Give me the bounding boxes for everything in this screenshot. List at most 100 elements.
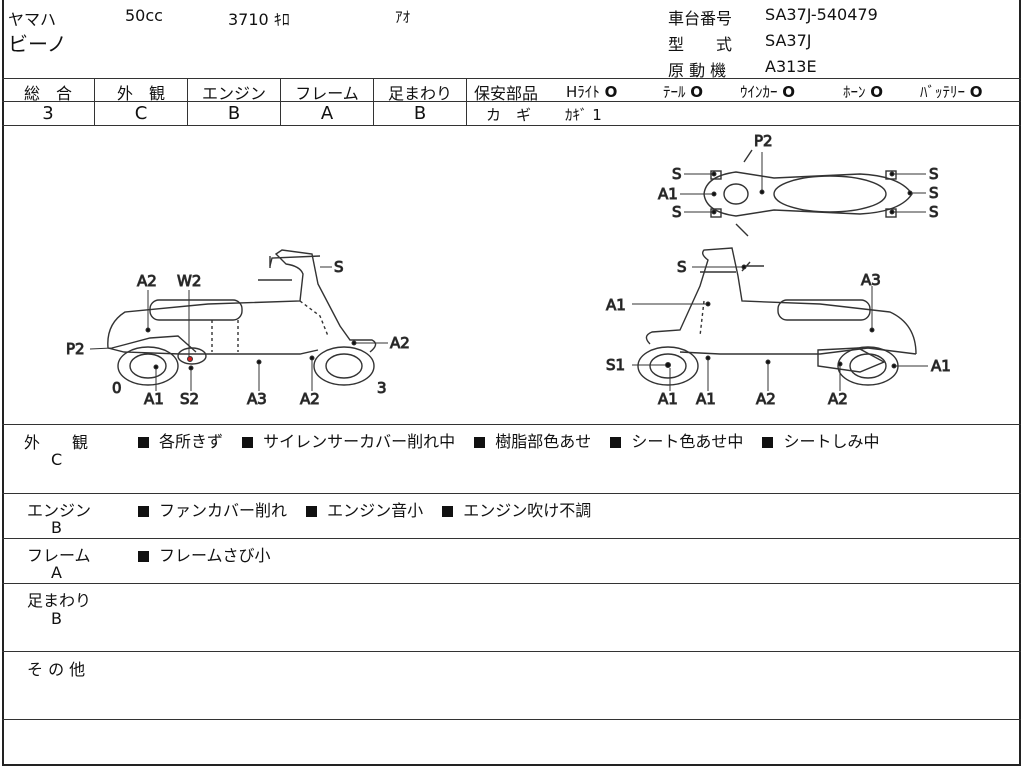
remark-item: シート色あせ中 <box>631 432 744 451</box>
engine-model: A313E <box>765 57 817 76</box>
key-value: ｶｷﾞ 1 <box>565 106 602 124</box>
overall-score: 3 <box>42 103 54 124</box>
remark-frame-grade: A <box>51 563 62 582</box>
svg-text:3: 3 <box>377 379 387 397</box>
remark-item: エンジン音小 <box>327 501 424 520</box>
divider <box>2 719 1021 720</box>
remark-suspension-label: 足まわり <box>27 591 92 610</box>
overall-label: 総 合 <box>23 84 72 103</box>
divider <box>373 78 374 125</box>
maker-name: ヤマハ <box>8 10 57 29</box>
svg-text:S: S <box>677 258 687 276</box>
taillight-check-mark: O <box>690 83 704 101</box>
divider <box>2 651 1021 652</box>
divider <box>2 101 467 102</box>
divider <box>2 538 1021 539</box>
suspension-score: B <box>413 103 427 124</box>
chassis-number: SA37J-540479 <box>765 5 878 24</box>
safety-item-horn: ﾎｰﾝ O <box>843 83 884 101</box>
remark-item: シートしみ中 <box>783 432 880 451</box>
type-label: 型 式 <box>668 35 733 54</box>
divider <box>467 101 1021 102</box>
displacement: 50cc <box>125 6 163 25</box>
divider <box>2 493 1021 494</box>
safety-item-battery: ﾊﾞｯﾃﾘｰ O <box>920 83 983 101</box>
svg-text:W2: W2 <box>177 272 201 290</box>
safety-item-headlight: Hﾗｲﾄ O <box>566 83 618 101</box>
svg-text:P2: P2 <box>754 132 773 150</box>
model-name: ビーノ <box>8 32 67 56</box>
remark-exterior-grade: C <box>51 450 63 469</box>
bullet-icon <box>138 506 149 517</box>
bullet-icon <box>474 437 486 448</box>
svg-text:A2: A2 <box>828 390 848 408</box>
svg-text:S1: S1 <box>606 356 625 374</box>
svg-text:S: S <box>929 184 939 202</box>
battery-check-mark: O <box>969 83 983 101</box>
svg-text:A2: A2 <box>756 390 776 408</box>
divider <box>2 424 1021 425</box>
remark-engine-label: エンジン <box>27 501 92 520</box>
remark-suspension-grade: B <box>51 609 62 628</box>
right-view-callouts: S A3 A1 S1 A1 A1 A1 A2 A2 <box>606 258 952 409</box>
divider <box>2 125 1021 126</box>
svg-text:0: 0 <box>112 379 122 397</box>
engine-label: 原 動 機 <box>668 61 727 80</box>
svg-text:P2: P2 <box>66 340 85 358</box>
exterior-score: C <box>134 103 148 124</box>
bullet-icon <box>610 437 622 448</box>
svg-text:A2: A2 <box>137 272 157 290</box>
remark-item: ファンカバー削れ <box>159 501 288 520</box>
svg-text:A1: A1 <box>144 390 164 408</box>
svg-text:S: S <box>334 258 344 276</box>
front-wheel <box>313 346 375 386</box>
headlight-check-mark: O <box>604 83 618 101</box>
mileage: 3710 ｷﾛ <box>228 10 290 29</box>
remark-engine-grade: B <box>51 518 62 537</box>
remark-other-label: そ の 他 <box>27 660 86 679</box>
bullet-icon <box>242 437 254 448</box>
safety-parts-label: 保安部品 <box>474 84 539 103</box>
scooter-damage-diagram: S A2 W2 P2 A2 0 A1 S2 A3 A2 3 P2 S A1 S … <box>66 132 952 409</box>
frame-score-label: フレーム <box>295 84 359 103</box>
frame-score: A <box>320 103 334 124</box>
bullet-icon <box>306 506 318 517</box>
remark-exterior-label: 外 観 <box>24 433 89 452</box>
key-label: カ ギ <box>486 106 532 124</box>
left-view-callouts: S A2 W2 P2 A2 0 A1 S2 A3 A2 3 <box>66 258 411 409</box>
winker-check-mark: O <box>782 83 796 101</box>
divider <box>187 78 188 125</box>
svg-text:A2: A2 <box>390 334 410 352</box>
safety-item-taillight: ﾃｰﾙ O <box>663 83 704 101</box>
svg-text:S: S <box>929 165 939 183</box>
remark-frame-label: フレーム <box>27 546 91 565</box>
bullet-icon <box>762 437 774 448</box>
svg-text:A1: A1 <box>658 185 678 203</box>
svg-text:A1: A1 <box>696 390 716 408</box>
engine-score: B <box>227 103 241 124</box>
bullet-icon <box>138 551 149 562</box>
rear-wheel <box>117 346 179 386</box>
horn-check-mark: O <box>870 83 884 101</box>
divider <box>94 78 95 125</box>
type-value: SA37J <box>765 31 812 50</box>
divider <box>2 583 1021 584</box>
chassis-label: 車台番号 <box>668 9 733 28</box>
top-view-callouts: P2 S A1 S S S S <box>658 132 940 222</box>
bullet-icon <box>442 506 454 517</box>
front-wheel-right <box>637 346 699 386</box>
svg-text:A1: A1 <box>658 390 678 408</box>
svg-text:S2: S2 <box>180 390 199 408</box>
remark-item: エンジン吹け不調 <box>463 501 592 520</box>
divider <box>2 78 1021 79</box>
remark-item: 各所きず <box>159 432 224 451</box>
scooter-top-view <box>703 149 913 237</box>
svg-text:A1: A1 <box>931 357 951 375</box>
svg-text:S: S <box>672 203 682 221</box>
svg-text:A3: A3 <box>861 271 881 289</box>
exterior-label: 外 観 <box>116 84 165 103</box>
remark-exterior-items: 各所きず サイレンサーカバー削れ中 樹脂部色あせ シート色あせ中 シートしみ中 <box>138 428 893 452</box>
divider <box>466 78 467 125</box>
remark-item: サイレンサーカバー削れ中 <box>263 432 456 451</box>
divider <box>280 78 281 125</box>
